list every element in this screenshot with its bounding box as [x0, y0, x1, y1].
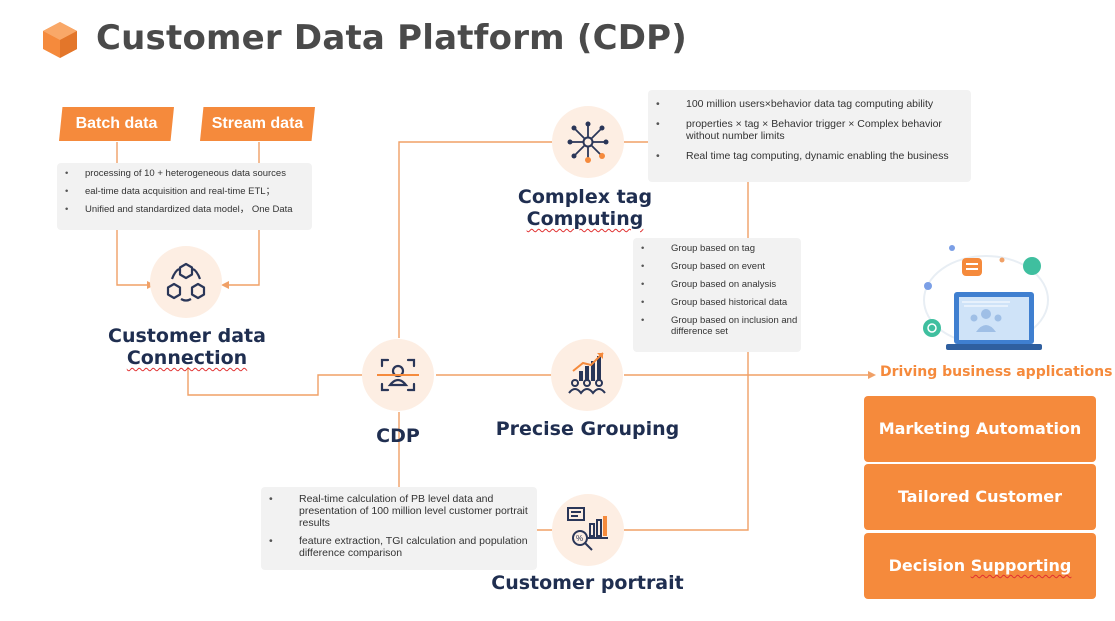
app-label: Decision Supporting: [888, 556, 1072, 575]
connection-circle: [150, 246, 222, 318]
network-burst-icon: [567, 121, 609, 163]
list-item: Group based historical data: [633, 297, 801, 308]
connection-label: Customer data Connection: [108, 325, 266, 369]
title-logo-icon: [40, 20, 80, 60]
decision-supporting-box: Decision Supporting: [864, 533, 1096, 599]
portrait-circle: %: [552, 494, 624, 566]
list-item: Group based on analysis: [633, 279, 801, 290]
laptop-users-icon: [923, 245, 1049, 350]
marketing-automation-box: Marketing Automation: [864, 396, 1096, 462]
portrait-label: Customer portrait: [491, 572, 684, 594]
batch-data-tag: Batch data: [59, 107, 174, 141]
list-item: Group based on tag: [633, 243, 801, 254]
business-apps-illustration: [906, 236, 1056, 360]
complex-tag-circle: [552, 106, 624, 178]
portrait-details-box: Real-time calculation of PB level data a…: [261, 487, 537, 570]
grouping-label: Precise Grouping: [495, 418, 680, 440]
tailored-customer-service-box: Tailored Customer service: [864, 464, 1096, 572]
page-title: Customer Data Platform (CDP): [96, 18, 688, 58]
cdp-label: CDP: [376, 425, 420, 447]
face-scan-icon: [377, 358, 419, 392]
list-item: Group based on event: [633, 261, 801, 272]
list-item: Group based on inclusion and difference …: [633, 315, 801, 337]
list-item: Real-time calculation of PB level data a…: [261, 493, 537, 529]
list-item: processing of 10 + heterogeneous data so…: [57, 168, 312, 180]
group-growth-icon: [568, 352, 606, 395]
grouping-details-box: Group based on tag Group based on event …: [633, 238, 801, 352]
list-item: Unified and standardized data model， One…: [57, 204, 312, 216]
complex-tag-label: Complex tag Computing: [517, 186, 653, 230]
list-item: eal-time data acquisition and real-time …: [57, 186, 312, 198]
list-item: feature extraction, TGI calculation and …: [261, 535, 537, 559]
analytics-report-icon: %: [567, 507, 608, 551]
list-item: 100 million users×behavior data tag comp…: [648, 98, 971, 110]
list-item: Real time tag computing, dynamic enablin…: [648, 150, 971, 162]
svg-text:%: %: [576, 534, 583, 543]
cdp-circle: [362, 339, 434, 411]
driving-business-label: Driving business applications: [880, 364, 1113, 380]
hexagon-network-icon: [166, 262, 206, 302]
complex-details-box: 100 million users×behavior data tag comp…: [648, 90, 971, 182]
list-item: properties × tag × Behavior trigger × Co…: [648, 118, 971, 142]
connection-details-box: processing of 10 + heterogeneous data so…: [57, 163, 312, 230]
grouping-circle: [551, 339, 623, 411]
stream-data-tag: Stream data: [200, 107, 315, 141]
